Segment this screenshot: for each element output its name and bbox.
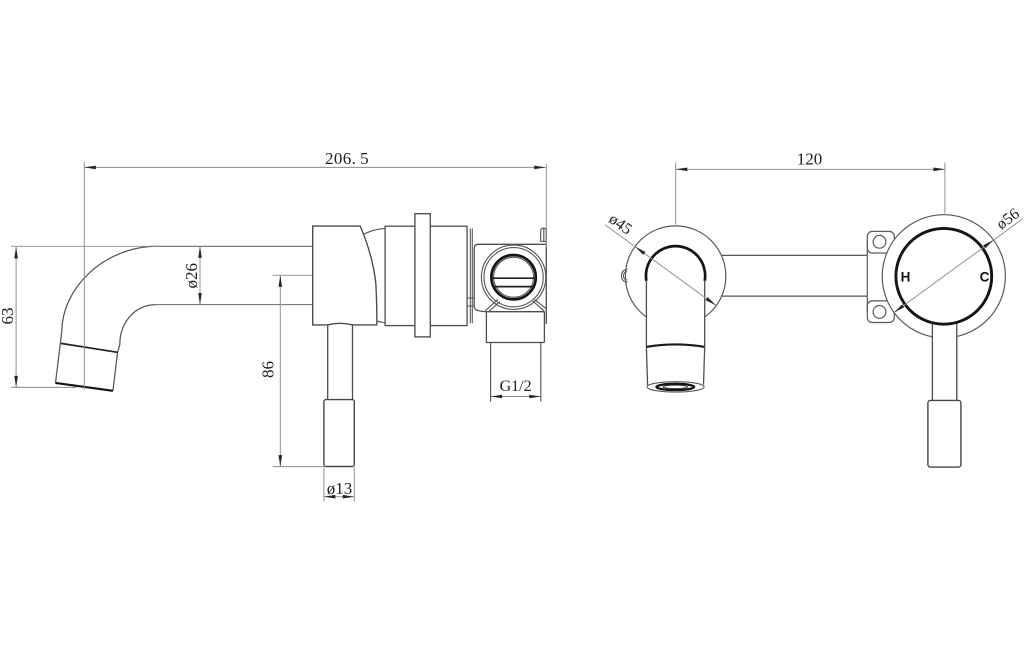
svg-text:63: 63	[0, 308, 17, 325]
svg-text:ø13: ø13	[327, 479, 353, 498]
svg-text:206. 5: 206. 5	[325, 149, 369, 168]
svg-text:86: 86	[259, 361, 278, 378]
svg-text:H: H	[901, 269, 911, 284]
svg-text:C: C	[980, 269, 990, 284]
svg-text:ø26: ø26	[182, 263, 201, 289]
svg-text:120: 120	[797, 150, 823, 169]
svg-text:G1/2: G1/2	[500, 378, 532, 395]
